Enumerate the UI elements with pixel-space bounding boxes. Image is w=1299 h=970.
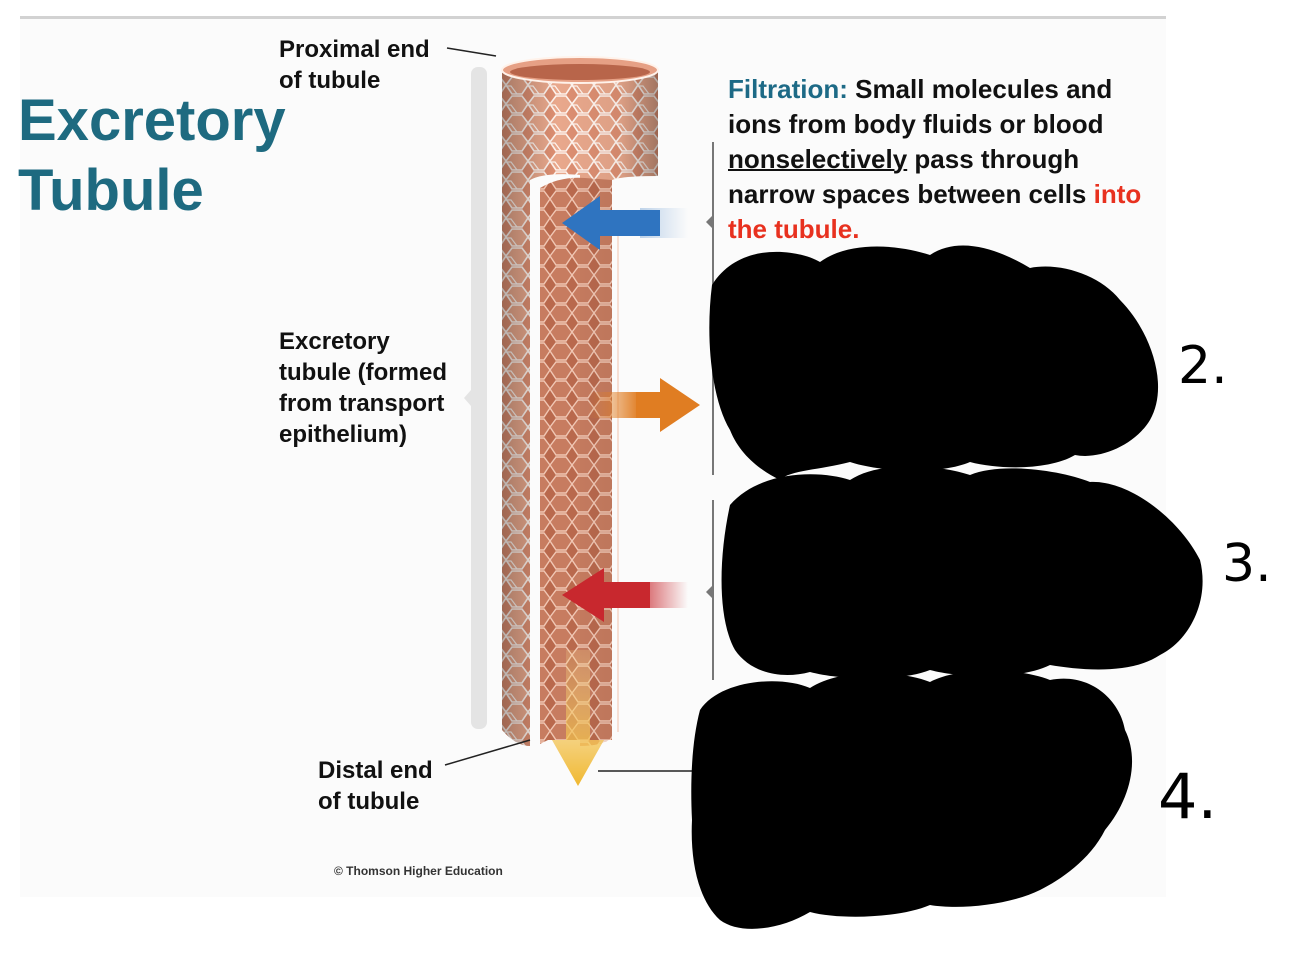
redaction-scribble: [691, 245, 1202, 928]
title-line-1: Excretory: [18, 86, 286, 156]
copyright-credit: © Thomson Higher Education: [334, 864, 503, 878]
distal-end-label: Distal end of tubule: [318, 755, 433, 817]
handwritten-number-4: 4.: [1158, 760, 1217, 833]
tubule-label-line-1: Excretory: [279, 326, 447, 357]
filtration-keyword: Filtration:: [728, 74, 848, 104]
proximal-label-line-2: of tubule: [279, 65, 430, 96]
proximal-label-line-1: Proximal end: [279, 34, 430, 65]
tubule-bracket-bar: [471, 67, 487, 729]
proximal-leader: [447, 48, 496, 56]
tubule-bracket-notch: [464, 390, 471, 406]
distal-leader: [445, 740, 530, 765]
distal-label-line-2: of tubule: [318, 786, 433, 817]
filtration-description: Filtration: Small molecules and ions fro…: [728, 72, 1158, 247]
title-line-2: Tubule: [18, 156, 286, 226]
tubule-label-line-4: epithelium): [279, 419, 447, 450]
filtration-underlined: nonselectively: [728, 144, 907, 174]
excretory-tubule-label: Excretory tubule (formed from transport …: [279, 326, 447, 450]
distal-label-line-1: Distal end: [318, 755, 433, 786]
tubule-label-line-3: from transport: [279, 388, 447, 419]
slide-title: Excretory Tubule: [18, 86, 286, 226]
tubule-label-line-2: tubule (formed: [279, 357, 447, 388]
handwritten-number-3: 3.: [1222, 534, 1272, 594]
proximal-end-label: Proximal end of tubule: [279, 34, 430, 96]
handwritten-number-2: 2.: [1178, 336, 1228, 396]
